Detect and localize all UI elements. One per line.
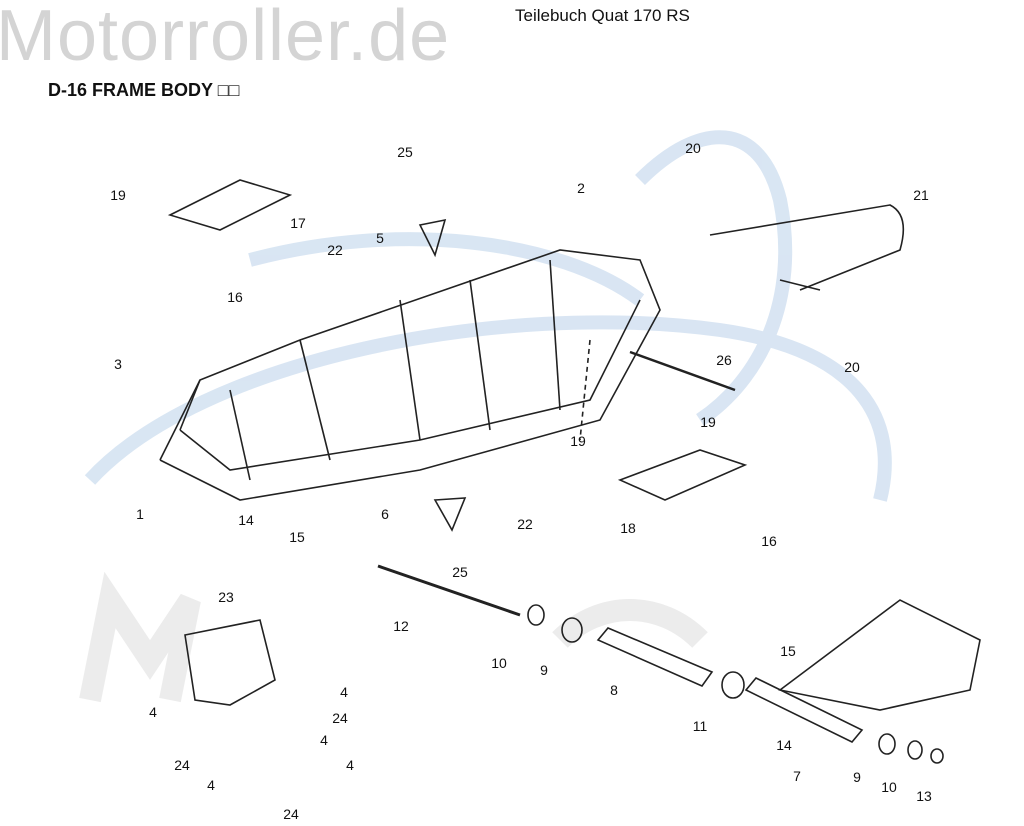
callout-12: 12: [393, 618, 409, 634]
callout-15: 15: [780, 643, 796, 659]
shaft-7: [744, 677, 864, 743]
footrest-plate-17: [167, 179, 293, 231]
callout-20: 20: [685, 140, 701, 156]
callout-15: 15: [289, 529, 305, 545]
swingarm: [778, 599, 981, 711]
callout-14: 14: [776, 737, 792, 753]
callout-16: 16: [761, 533, 777, 549]
callout-4: 4: [340, 684, 348, 700]
callout-10: 10: [881, 779, 897, 795]
callout-13: 13: [916, 788, 932, 804]
callout-7: 7: [793, 768, 801, 784]
callout-4: 4: [149, 704, 157, 720]
callout-21: 21: [913, 187, 929, 203]
grab-bar-21: [709, 204, 905, 291]
callout-10: 10: [491, 655, 507, 671]
main-frame: [159, 249, 661, 501]
bushings: [527, 604, 944, 764]
callout-8: 8: [610, 682, 618, 698]
callout-2: 2: [577, 180, 585, 196]
bracket-6: [433, 497, 467, 532]
callout-18: 18: [620, 520, 636, 536]
callout-20: 20: [844, 359, 860, 375]
callout-3: 3: [114, 356, 122, 372]
callout-24: 24: [174, 757, 190, 773]
callout-23: 23: [218, 589, 234, 605]
callout-16: 16: [227, 289, 243, 305]
section-heading: D-16 FRAME BODY □□: [48, 80, 240, 100]
callout-24: 24: [283, 806, 299, 822]
callout-4: 4: [207, 777, 215, 793]
shaft-8: [596, 627, 714, 687]
callout-25: 25: [397, 144, 413, 160]
callout-14: 14: [238, 512, 254, 528]
callout-26: 26: [716, 352, 732, 368]
callout-9: 9: [540, 662, 548, 678]
callout-11: 11: [692, 718, 708, 734]
footrest-plate-18: [617, 449, 748, 501]
watermark-text: Motorroller.de: [0, 0, 451, 76]
callout-6: 6: [381, 506, 389, 522]
callout-9: 9: [853, 769, 861, 785]
strap-26: [629, 350, 736, 392]
callout-19: 19: [110, 187, 126, 203]
callout-5: 5: [376, 230, 384, 246]
blue-watermark-swooshes: [84, 130, 892, 502]
cover-23: [184, 619, 276, 706]
callout-19: 19: [700, 414, 716, 430]
callout-22: 22: [327, 242, 343, 258]
callout-4: 4: [320, 732, 328, 748]
bracket-5: [418, 218, 447, 258]
callout-19: 19: [570, 433, 586, 449]
callout-17: 17: [290, 215, 306, 231]
callout-22: 22: [517, 516, 533, 532]
callout-1: 1: [136, 506, 144, 522]
rod-12: [377, 564, 521, 617]
callout-25: 25: [452, 564, 468, 580]
callout-4: 4: [346, 757, 354, 773]
callout-24: 24: [332, 710, 348, 726]
page-title: Teilebuch Quat 170 RS: [515, 6, 690, 25]
grey-watermark-shape: [79, 571, 708, 703]
